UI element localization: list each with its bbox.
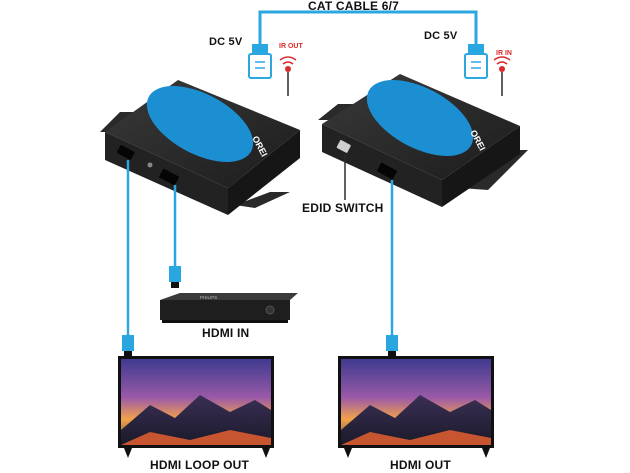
player-brand-text: PHILIPS <box>200 295 217 300</box>
hdmi-in-label: HDMI IN <box>202 326 250 340</box>
rj45-plug-left-icon <box>248 44 272 79</box>
ir-out-label: IR OUT <box>279 43 303 50</box>
hdmi-out-port-right <box>377 162 397 180</box>
dc-5v-left-label: DC 5V <box>209 36 243 48</box>
source-player: PHILIPS <box>160 293 298 323</box>
transmitter-unit: OREI <box>100 80 300 215</box>
hdmi-loop-port-left <box>116 145 135 160</box>
indicator-led-left <box>147 162 153 168</box>
tv-right <box>338 356 494 458</box>
edid-switch-control <box>336 140 351 153</box>
hdmi-loop-out-label: HDMI LOOP OUT <box>150 458 250 472</box>
hdmi-loop-cable <box>122 160 134 357</box>
hdmi-out-label: HDMI OUT <box>390 458 451 472</box>
hdmi-out-cable <box>386 180 398 357</box>
hdmi-in-port-left <box>159 168 179 186</box>
cat-cable <box>258 10 478 52</box>
receiver-unit: OREI <box>318 74 528 207</box>
ir-emitter-icon <box>279 56 297 96</box>
ir-in-label: IR IN <box>496 50 512 57</box>
dc-5v-right-label: DC 5V <box>424 30 458 42</box>
hdmi-in-cable <box>169 185 181 288</box>
edid-switch-label: EDID SWITCH <box>302 201 384 215</box>
ir-receiver-icon <box>493 56 511 96</box>
rj45-plug-right-icon <box>464 44 488 79</box>
cat-cable-label: CAT CABLE 6/7 <box>308 0 400 13</box>
tv-left <box>118 356 274 458</box>
